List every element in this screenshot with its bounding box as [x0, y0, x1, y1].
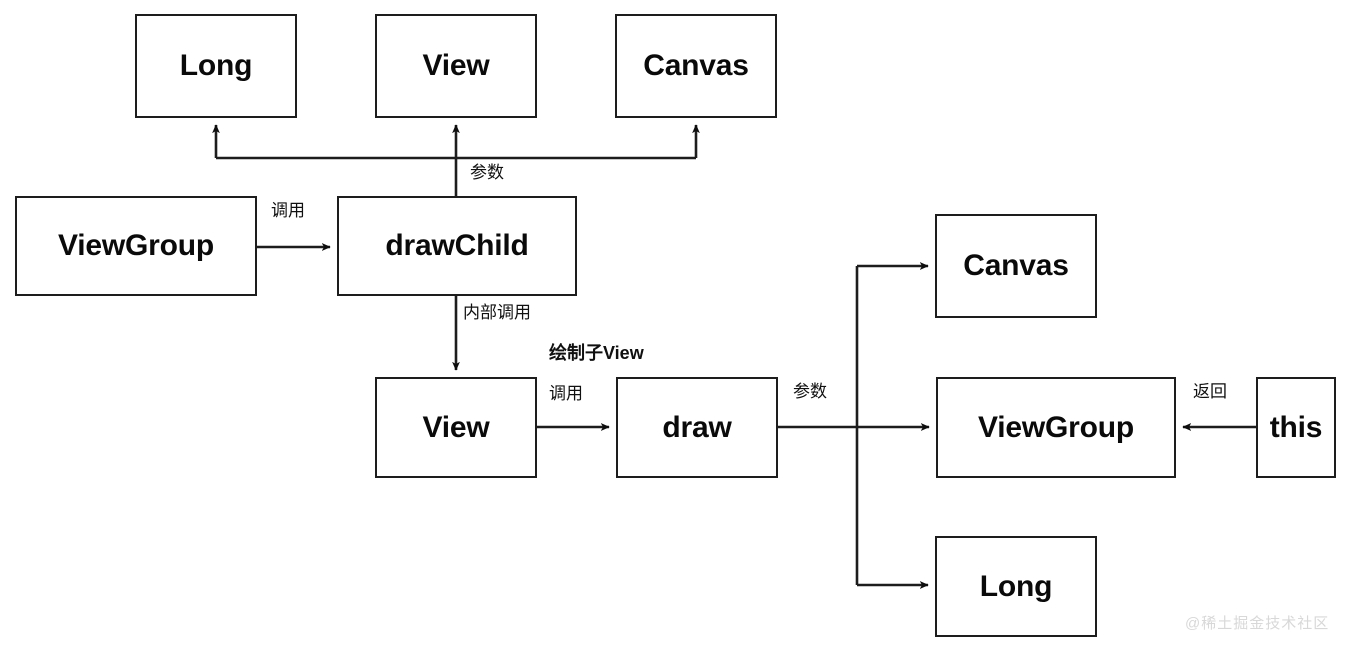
node-viewgroup-left[interactable]: ViewGroup	[15, 196, 257, 296]
node-label: Long	[979, 569, 1053, 603]
edge-label-param-top: 参数	[470, 163, 504, 182]
node-label: draw	[662, 410, 732, 444]
node-label: Long	[179, 49, 253, 82]
edge-label-call-draw: 调用	[549, 384, 583, 403]
node-label: drawChild	[385, 229, 529, 262]
node-label: View	[422, 49, 490, 82]
watermark: @稀土掘金技术社区	[1185, 615, 1330, 632]
node-canvas-top[interactable]: Canvas	[615, 14, 777, 118]
node-label: ViewGroup	[977, 410, 1134, 444]
node-draw[interactable]: draw	[616, 377, 778, 478]
node-long-top[interactable]: Long	[135, 14, 297, 118]
edge-label-internal-call: 内部调用	[463, 303, 531, 322]
node-view-top[interactable]: View	[375, 14, 537, 118]
edge-label-call-viewgroup: 调用	[271, 201, 305, 220]
node-label: Canvas	[963, 249, 1069, 282]
node-label: ViewGroup	[57, 229, 214, 262]
node-this[interactable]: this	[1256, 377, 1336, 478]
node-label: View	[422, 410, 490, 444]
edge-label-draw-child-view: 绘制子View	[549, 343, 644, 363]
edge-label-param-draw: 参数	[793, 382, 827, 401]
node-label: this	[1269, 410, 1323, 444]
node-drawchild[interactable]: drawChild	[337, 196, 577, 296]
node-label: Canvas	[643, 49, 749, 82]
node-long-bottom[interactable]: Long	[935, 536, 1097, 637]
edge-label-return-this: 返回	[1193, 382, 1227, 401]
node-canvas-right[interactable]: Canvas	[935, 214, 1097, 318]
node-viewgroup-right[interactable]: ViewGroup	[936, 377, 1176, 478]
node-view-mid[interactable]: View	[375, 377, 537, 478]
